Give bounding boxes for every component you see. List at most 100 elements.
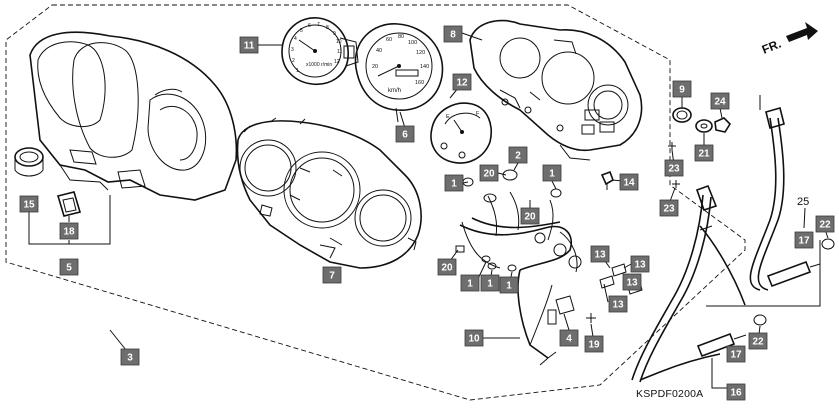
part-callout: 7 xyxy=(322,266,342,284)
svg-text:1: 1 xyxy=(549,169,555,180)
svg-text:20: 20 xyxy=(441,263,453,274)
part-callout: 24 xyxy=(710,92,730,110)
fuel-full-mark: F xyxy=(476,111,480,117)
svg-text:23: 23 xyxy=(663,204,675,215)
part-callout: 9 xyxy=(672,80,692,98)
svg-text:7: 7 xyxy=(329,271,335,282)
svg-text:1: 1 xyxy=(451,179,457,190)
svg-text:4: 4 xyxy=(566,334,572,345)
part-callout: 3 xyxy=(120,348,140,366)
part-callout: 21 xyxy=(694,144,714,162)
part-callout: 22 xyxy=(748,332,768,350)
assembly-boundary xyxy=(5,4,746,401)
svg-text:20: 20 xyxy=(524,212,536,223)
tach-mark: 3 xyxy=(291,47,294,53)
svg-text:13: 13 xyxy=(612,300,624,311)
svg-text:22: 22 xyxy=(752,337,764,348)
part-callout: 4 xyxy=(559,329,579,347)
part-callout: 6 xyxy=(395,125,415,143)
part-label-plain: 25 xyxy=(797,196,809,208)
svg-text:12: 12 xyxy=(456,78,468,89)
speedometer-drawing: 20 40 60 80 100 120 140 160 km/h xyxy=(354,23,444,123)
svg-text:3: 3 xyxy=(127,353,133,364)
speed-unit: km/h xyxy=(388,88,401,94)
svg-text:19: 19 xyxy=(588,340,600,351)
part-callout: 10 xyxy=(464,329,484,347)
svg-text:13: 13 xyxy=(594,250,606,261)
speed-mark: 20 xyxy=(372,64,378,70)
tach-mark: 10 xyxy=(336,39,342,45)
svg-text:20: 20 xyxy=(483,169,495,180)
part-callout: 22 xyxy=(815,215,835,233)
speed-mark: 60 xyxy=(386,37,392,43)
svg-text:17: 17 xyxy=(798,236,810,247)
front-direction-indicator: FR. xyxy=(760,22,818,57)
svg-text:6: 6 xyxy=(402,130,408,141)
tach-mark: 6 xyxy=(308,23,311,29)
svg-text:21: 21 xyxy=(698,149,710,160)
tach-mark: 5 xyxy=(300,28,303,34)
wiring-harness-drawing xyxy=(459,191,582,366)
tach-mark: 4 xyxy=(294,36,297,42)
svg-text:11: 11 xyxy=(244,41,255,52)
part-callout: 19 xyxy=(584,335,604,353)
speed-mark: 120 xyxy=(416,50,425,56)
part-callout: 1 xyxy=(542,164,562,182)
svg-text:16: 16 xyxy=(730,388,742,399)
svg-text:8: 8 xyxy=(450,30,456,41)
part-callout: 17 xyxy=(794,231,814,249)
part-callout: 20 xyxy=(520,207,540,225)
part-callout: 23 xyxy=(659,199,679,217)
tachometer-drawing: 1 2 3 4 5 6 7 8 9 10 11 12 x1000 r/min xyxy=(281,17,359,85)
svg-text:22: 22 xyxy=(819,220,831,231)
emblem-drawing xyxy=(56,191,82,217)
svg-text:9: 9 xyxy=(679,85,685,96)
part-callout: 14 xyxy=(619,173,639,191)
part-callout: 15 xyxy=(19,195,39,213)
front-label: FR. xyxy=(760,37,783,57)
part-callout: 16 xyxy=(726,383,746,401)
meter-case-drawing xyxy=(236,117,422,269)
callouts: 11 8 9 24 12 6 2 21 23 14 23 1 20 1 20 1… xyxy=(19,25,835,401)
part-callout: 13 xyxy=(622,273,642,291)
part-callout: 8 xyxy=(443,25,463,43)
fuel-gauge-drawing: E F xyxy=(430,102,492,164)
tach-mark: 11 xyxy=(337,49,342,55)
part-callout: 18 xyxy=(59,222,79,240)
part-callout: 5 xyxy=(59,258,79,276)
tachometer-cable-drawing xyxy=(699,95,835,307)
speed-mark: 100 xyxy=(408,40,417,46)
part-callout: 1 xyxy=(499,276,519,294)
grommet-drawing xyxy=(14,147,44,177)
part-callout: 1 xyxy=(460,274,480,292)
speed-mark: 160 xyxy=(415,80,424,86)
fuel-empty-mark: E xyxy=(446,114,450,120)
svg-text:14: 14 xyxy=(623,178,635,189)
svg-text:1: 1 xyxy=(467,279,473,290)
svg-text:15: 15 xyxy=(23,200,35,211)
svg-text:17: 17 xyxy=(730,350,742,361)
speed-mark: 140 xyxy=(420,64,429,70)
speedometer-scale: 20 40 60 80 100 120 140 160 xyxy=(372,34,429,86)
part-callout: 12 xyxy=(452,73,472,91)
diagram-code: KSPDF0200A xyxy=(636,388,703,400)
tach-mark: 12 xyxy=(334,59,340,65)
speedometer-cable-drawing xyxy=(631,184,767,383)
part-callout: 13 xyxy=(608,295,628,313)
part-callout: 17 xyxy=(726,345,746,363)
svg-text:1: 1 xyxy=(506,281,512,292)
tach-mark: 8 xyxy=(326,25,329,31)
small-parts-upper xyxy=(672,107,732,133)
part-callout: 1 xyxy=(480,274,500,292)
tach-mark: 7 xyxy=(317,22,320,28)
svg-text:10: 10 xyxy=(468,334,480,345)
svg-text:23: 23 xyxy=(668,164,680,175)
part-callout: 13 xyxy=(590,245,610,263)
part-callout: 1 xyxy=(444,174,464,192)
part-callout: 23 xyxy=(664,159,684,177)
tach-mark: 1 xyxy=(296,68,299,74)
part-callout: 20 xyxy=(479,164,499,182)
svg-text:1: 1 xyxy=(487,279,493,290)
tach-unit: x1000 r/min xyxy=(306,62,332,68)
